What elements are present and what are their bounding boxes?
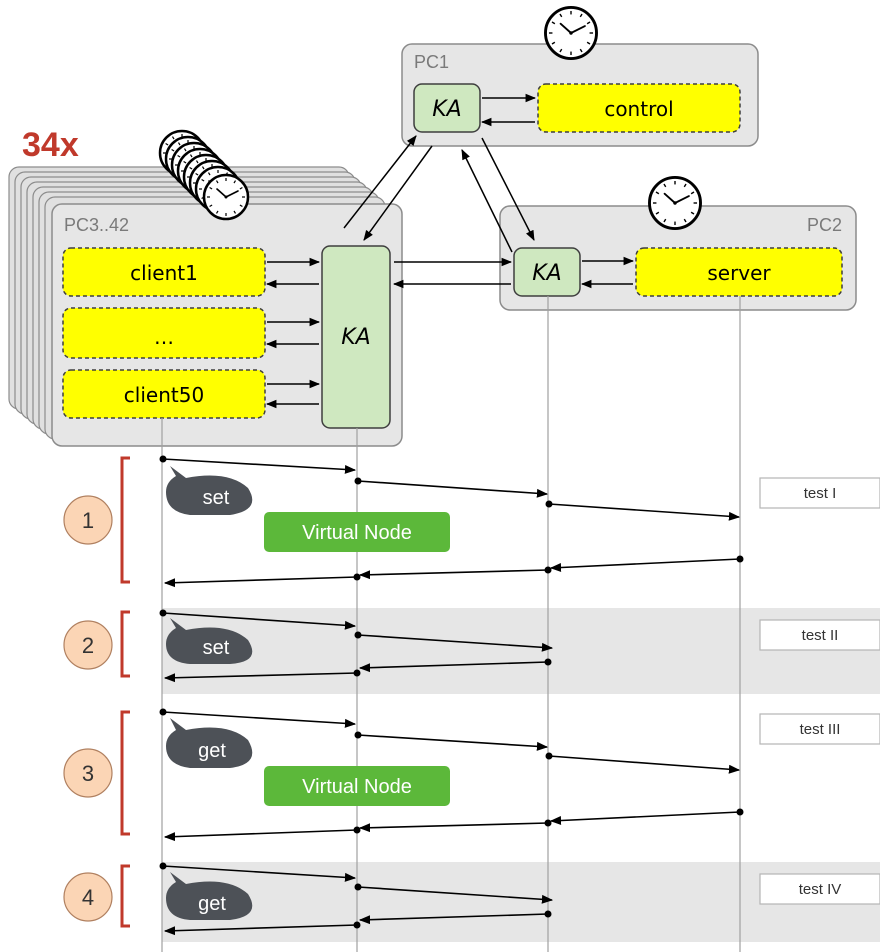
client50-box (62, 369, 266, 419)
test3-op: get (198, 740, 226, 762)
clients-ka-label: KA (341, 325, 370, 350)
test3-virtual-node: Virtual Node (302, 776, 412, 798)
step1-label: 1 (82, 508, 94, 533)
step2-label: 2 (82, 633, 94, 658)
test2-label: test II (802, 627, 839, 644)
pc2-label: PC2 (807, 215, 842, 235)
pc1-clock-icon (544, 6, 598, 60)
pc1-ka-label: KA (432, 97, 461, 122)
test4-group: 4 get test IV (63, 862, 880, 936)
client1-box (62, 247, 266, 297)
test1-label: test I (804, 485, 837, 502)
control-box (537, 83, 741, 133)
test2-op: set (203, 637, 230, 659)
server-label: server (707, 261, 771, 285)
pc2-ka-label: KA (532, 261, 561, 286)
multiplier-label: 34x (22, 126, 79, 164)
pc1-label: PC1 (414, 52, 449, 72)
test4-op: get (198, 893, 226, 915)
client-ellipsis-box (62, 307, 266, 359)
test1-virtual-node: Virtual Node (302, 522, 412, 544)
test1-group: 1 set Virtual Node test I (63, 455, 880, 588)
step4-label: 4 (82, 885, 94, 910)
control-label: control (604, 97, 673, 121)
test3-group: 3 get Virtual Node test III (63, 708, 880, 842)
server-box (635, 247, 843, 297)
test1-op: set (203, 487, 230, 509)
client50-label: client50 (124, 383, 204, 407)
test3-label: test III (800, 721, 841, 738)
pc2-ka-box (513, 247, 581, 297)
step3-label: 3 (82, 761, 94, 786)
clients-ka-box (321, 245, 391, 429)
client-ellipsis-label: … (154, 325, 174, 349)
client1-label: client1 (130, 261, 198, 285)
test2-group: 2 set test II (63, 609, 880, 683)
pc1-ka-box (413, 83, 481, 133)
pc2-clock-icon (648, 176, 702, 230)
test4-label: test IV (799, 881, 842, 898)
pc-clients-label: PC3..42 (64, 215, 129, 235)
